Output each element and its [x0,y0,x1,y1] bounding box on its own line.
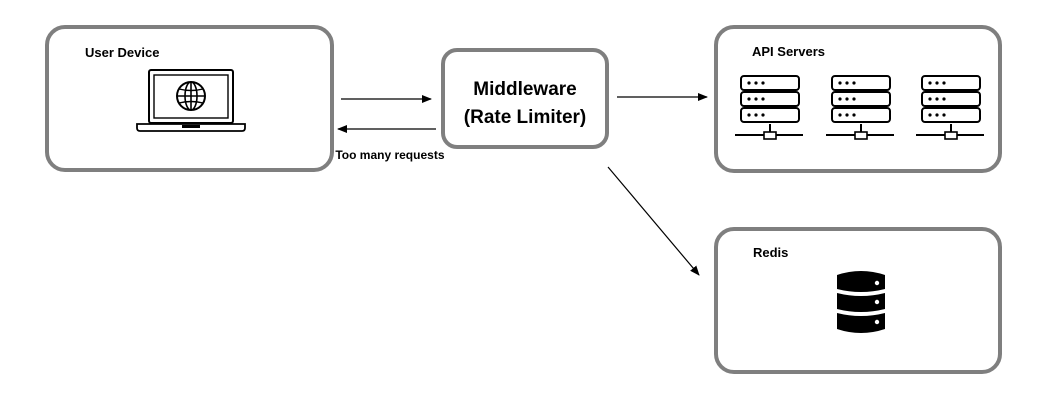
redis-node: Redis [714,227,1002,374]
middleware-node: Middleware (Rate Limiter) [441,48,609,149]
database-icon [837,271,885,333]
middleware-label-line1: Middleware [473,79,577,100]
api-servers-label: API Servers [752,44,825,59]
middleware-label-line2: (Rate Limiter) [463,107,587,128]
edge-label-429: 429: Too many requests [308,148,445,162]
server-icon [916,75,984,140]
laptop-globe-icon [136,69,246,132]
user-device-label: User Device [85,45,160,60]
redis-label: Redis [753,245,789,260]
api-servers-node: API Servers [714,25,1002,173]
user-device-node: User Device [45,25,334,172]
middleware-label: Middleware (Rate Limiter) [445,76,605,132]
server-icon [735,75,803,140]
arrow-middleware-to-redis [607,166,700,276]
server-icon [826,75,894,140]
